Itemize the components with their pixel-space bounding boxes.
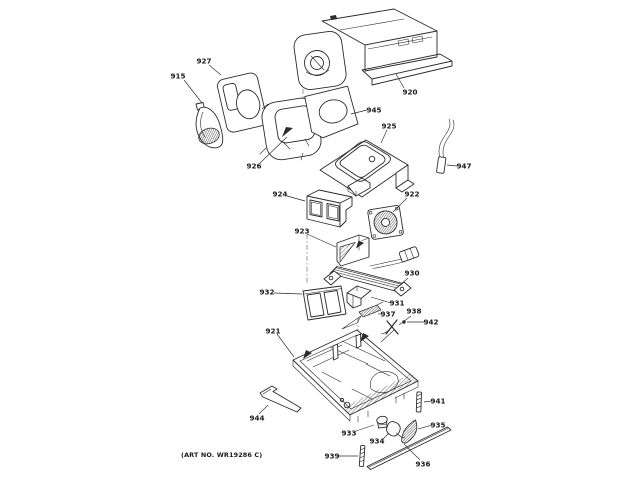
part-945-drawing xyxy=(304,85,359,139)
part-label-927: 927 xyxy=(196,57,211,66)
part-926-drawing xyxy=(259,97,322,161)
part-936-drawing xyxy=(366,426,452,470)
part-934-drawing xyxy=(386,421,406,439)
part-label-920: 920 xyxy=(402,88,417,97)
part-925-drawing xyxy=(319,139,415,198)
leader-931 xyxy=(370,296,392,304)
arrows-on-pan xyxy=(303,333,369,359)
part-label-938: 938 xyxy=(406,307,421,316)
part-944-drawing xyxy=(259,385,302,413)
part-label-942: 942 xyxy=(423,318,438,327)
part-label-934: 934 xyxy=(369,437,384,446)
part-label-935: 935 xyxy=(430,421,445,430)
leader-930 xyxy=(398,277,409,287)
part-947-drawing xyxy=(436,118,455,174)
part-label-925: 925 xyxy=(381,122,396,131)
part-label-939: 939 xyxy=(324,452,339,461)
part-921-drawing xyxy=(292,329,419,423)
arrow-into-duct xyxy=(282,127,293,137)
part-label-921: 921 xyxy=(265,327,280,336)
part-920-drawing xyxy=(293,8,453,90)
part-942-drawing xyxy=(402,320,406,324)
leader-936 xyxy=(403,443,421,461)
callout-labels: 915 927 920 945 925 947 926 924 922 923 … xyxy=(170,57,471,469)
leader-921 xyxy=(276,333,295,358)
leader-lines xyxy=(183,64,458,461)
leader-941 xyxy=(423,400,433,403)
part-938-drawing xyxy=(380,319,399,343)
part-label-944: 944 xyxy=(249,414,264,423)
part-label-926: 926 xyxy=(246,162,261,171)
part-label-924: 924 xyxy=(272,190,287,199)
part-label-936: 936 xyxy=(415,460,430,469)
leader-932 xyxy=(273,292,303,295)
part-label-937: 937 xyxy=(380,310,395,319)
part-label-941: 941 xyxy=(430,397,445,406)
leader-926 xyxy=(259,136,288,164)
part-label-932: 932 xyxy=(259,288,274,297)
part-label-930: 930 xyxy=(404,269,419,278)
part-930-drawing xyxy=(323,246,420,297)
part-label-915: 915 xyxy=(170,72,185,81)
part-label-922: 922 xyxy=(404,190,419,199)
part-label-947: 947 xyxy=(456,162,471,171)
part-933-drawing xyxy=(376,415,388,429)
part-932-drawing xyxy=(302,285,347,321)
part-923-drawing xyxy=(336,234,370,267)
part-label-923: 923 xyxy=(294,227,309,236)
part-941-drawing xyxy=(415,391,422,413)
part-939-drawing xyxy=(358,445,366,468)
leader-923 xyxy=(306,233,337,248)
arrow-on-bracket xyxy=(356,240,364,249)
leader-933 xyxy=(355,424,375,432)
leader-922 xyxy=(392,197,408,213)
part-935-drawing xyxy=(401,419,418,444)
pan-edge-hatch xyxy=(344,373,418,415)
art-number: (ART NO. WR19286 C) xyxy=(181,451,262,459)
part-924-drawing xyxy=(306,189,353,228)
leader-945 xyxy=(350,109,368,115)
part-937-drawing xyxy=(341,301,384,330)
part-label-933: 933 xyxy=(341,429,356,438)
leader-938 xyxy=(398,315,412,326)
leader-920 xyxy=(395,73,405,89)
part-931-drawing xyxy=(346,285,372,309)
leader-934 xyxy=(382,432,390,440)
leader-947 xyxy=(446,164,458,167)
leader-924 xyxy=(286,195,306,202)
leader-935 xyxy=(417,424,433,430)
part-label-931: 931 xyxy=(389,299,404,308)
part-922-drawing xyxy=(367,205,404,240)
leader-927 xyxy=(208,64,222,76)
part-915-drawing xyxy=(195,102,224,149)
part-label-945: 945 xyxy=(366,106,381,115)
leader-915 xyxy=(183,79,203,104)
leader-925 xyxy=(380,129,388,144)
leader-944 xyxy=(258,404,269,415)
part-927-drawing xyxy=(217,72,268,133)
